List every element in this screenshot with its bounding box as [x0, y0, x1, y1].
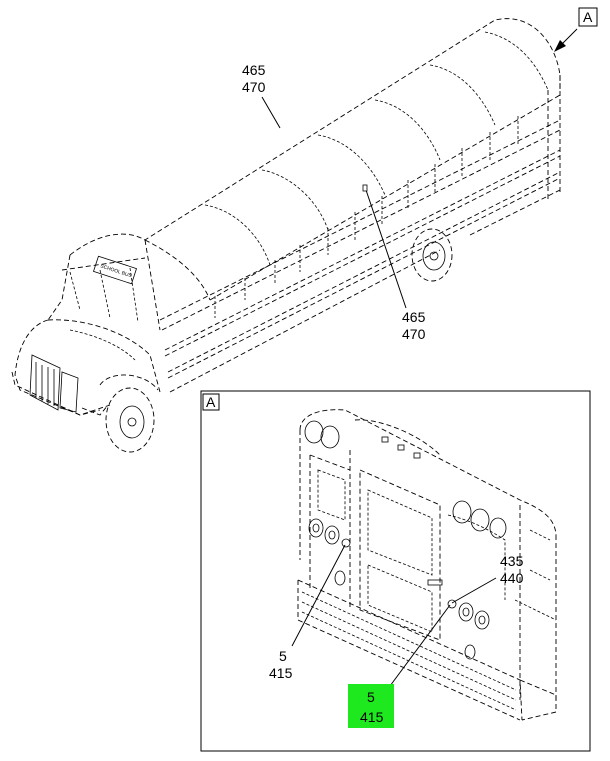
highlight-box: [348, 684, 394, 728]
view-reference-a-top: A: [554, 7, 598, 52]
callout-highlighted-1: 5: [367, 689, 375, 705]
callout-roof-lower: 465 470: [362, 184, 426, 342]
school-bus-illustration: SCHOOL BUS: [11, 18, 561, 453]
detail-view-a: A: [200, 390, 591, 752]
view-ref-label-inset: A: [206, 394, 216, 410]
callout-rear-left-2: 415: [269, 665, 293, 681]
callout-highlighted: 5 415: [348, 604, 451, 728]
callout-rear-right-2: 440: [500, 570, 524, 586]
callout-rear-left-1: 5: [279, 648, 287, 664]
view-ref-label-top: A: [583, 9, 593, 25]
callout-highlighted-2: 415: [360, 709, 384, 725]
callout-roof-upper-1: 465: [242, 62, 266, 78]
callout-roof-upper: 465 470: [242, 62, 281, 129]
callout-roof-upper-2: 470: [242, 79, 266, 95]
callout-rear-right-1: 435: [500, 553, 524, 569]
callout-roof-lower-2: 470: [402, 326, 426, 342]
callout-rear-left: 5 415: [269, 544, 346, 681]
callout-rear-right: 435 440: [451, 553, 524, 604]
callout-roof-lower-1: 465: [402, 309, 426, 325]
